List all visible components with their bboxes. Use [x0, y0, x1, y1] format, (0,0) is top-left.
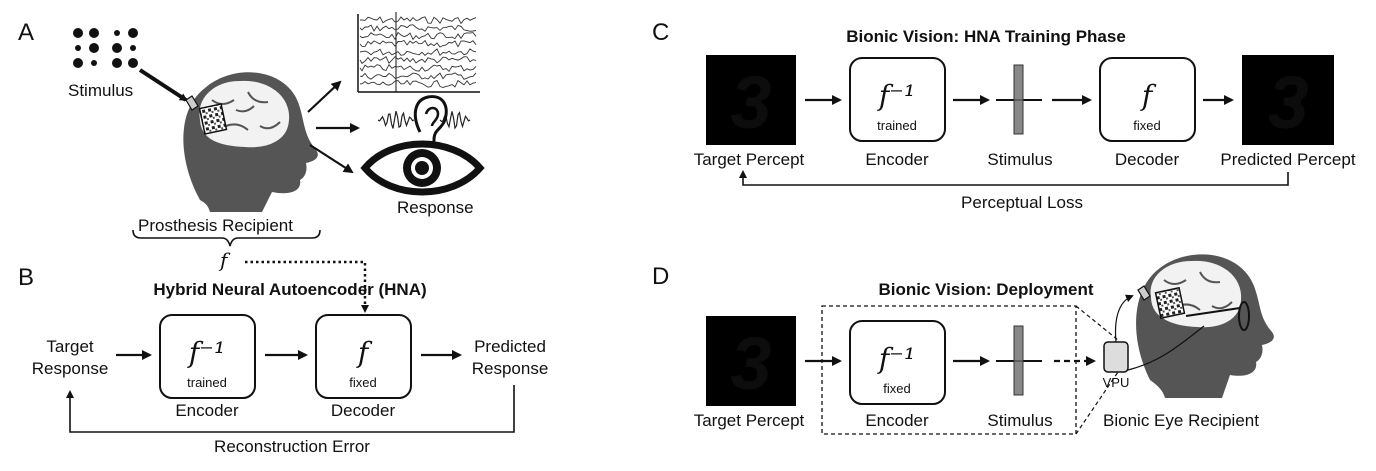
d-encoder-note: fixed — [883, 381, 910, 396]
b-predicted-line1: Predicted — [474, 337, 546, 356]
panel-d: D Bionic Vision: Deployment 3 Target Per… — [652, 254, 1274, 435]
panel-b: B Hybrid Neural Autoencoder (HNA) Target… — [18, 260, 549, 456]
stimulus-arrow — [138, 68, 188, 102]
c-stimulus-label: Stimulus — [987, 150, 1052, 169]
d-zoom-line-top — [1075, 305, 1119, 341]
b-decoder-note: fixed — [349, 375, 376, 390]
prosthesis-head — [183, 72, 318, 212]
panel-label-c: C — [652, 19, 669, 46]
b-loss-label: Reconstruction Error — [214, 437, 370, 456]
c-decoder-label: Decoder — [1115, 150, 1180, 169]
c-loss-label: Perceptual Loss — [961, 193, 1083, 212]
c-encoder-box — [849, 57, 946, 142]
recipient-implant-icon — [1154, 286, 1186, 320]
d-stimulus-label: Stimulus — [987, 411, 1052, 430]
dotted-link-f — [245, 260, 369, 313]
c-predicted-label: Predicted Percept — [1220, 150, 1355, 169]
c-decoder-box — [1099, 57, 1196, 142]
d-recipient-label: Bionic Eye Recipient — [1103, 411, 1259, 430]
c-encoder-symbol: f⁻¹ — [877, 79, 915, 112]
arrow-to-eeg — [307, 80, 342, 113]
d-stimulus-bars — [996, 325, 1042, 396]
c-predicted-digit: 3 — [1267, 61, 1308, 144]
panel-c: C Bionic Vision: HNA Training Phase 3 Ta… — [652, 19, 1356, 212]
glasses-arm-icon — [1185, 307, 1241, 317]
b-encoder-symbol: f⁻¹ — [187, 336, 225, 369]
c-target-label: Target Percept — [694, 150, 805, 169]
vpu-label: VPU — [1103, 375, 1130, 390]
c-predicted-image: 3 — [1242, 55, 1334, 145]
b-predicted-line2: Response — [472, 359, 549, 378]
recipient-label: Prosthesis Recipient — [138, 216, 293, 235]
response-label: Response — [397, 198, 474, 217]
recipient-transmitter-icon — [1137, 285, 1151, 301]
panel-label-a: A — [18, 19, 34, 46]
d-target-label: Target Percept — [694, 411, 805, 430]
c-encoder-label: Encoder — [865, 150, 929, 169]
b-target-line2: Response — [32, 359, 109, 378]
ear-icon — [377, 95, 471, 148]
vpu-link — [1114, 294, 1134, 343]
d-encoder-box — [849, 320, 946, 405]
glasses-icon — [1238, 301, 1250, 331]
b-target-line1: Target — [46, 337, 94, 356]
d-encoder-symbol: f⁻¹ — [877, 342, 915, 375]
c-stimulus-bars — [996, 64, 1042, 135]
b-encoder-label: Encoder — [175, 401, 239, 420]
c-title: Bionic Vision: HNA Training Phase — [846, 27, 1126, 46]
c-feedback-loop — [739, 170, 1289, 186]
stimulus-label: Stimulus — [68, 81, 133, 100]
hna-title: Hybrid Neural Autoencoder (HNA) — [153, 280, 426, 299]
recipient-brace — [132, 229, 321, 247]
d-encoder-label: Encoder — [865, 411, 929, 430]
c-target-digit: 3 — [730, 61, 771, 144]
d-target-digit: 3 — [730, 322, 771, 405]
d-zoom-line-bottom — [1075, 371, 1119, 435]
d-dashed-frame — [821, 305, 1077, 435]
b-decoder-label: Decoder — [331, 401, 396, 420]
vpu-icon — [1103, 341, 1129, 373]
c-target-image: 3 — [706, 55, 796, 145]
bionic-recipient-head — [1127, 254, 1274, 398]
arrow-to-eye — [309, 144, 354, 174]
implant-chip-icon — [198, 103, 228, 135]
stimulus-pattern — [73, 28, 138, 68]
transmitter-icon — [185, 95, 199, 111]
vpu-cable — [1127, 325, 1205, 371]
panel-a: A Stimulus — [18, 12, 485, 272]
d-target-image: 3 — [706, 316, 796, 406]
b-encoder-note: trained — [187, 375, 227, 390]
eye-icon — [360, 140, 485, 196]
panel-label-d: D — [652, 263, 669, 290]
panel-label-b: B — [18, 264, 34, 291]
eeg-traces-icon — [357, 12, 480, 93]
b-decoder-box — [315, 314, 412, 399]
d-title: Bionic Vision: Deployment — [878, 280, 1093, 299]
c-encoder-note: trained — [877, 118, 917, 133]
c-decoder-note: fixed — [1133, 118, 1160, 133]
b-feedback-loop — [66, 385, 515, 433]
f-symbol-a: f — [218, 248, 231, 272]
b-encoder-box — [159, 314, 256, 399]
